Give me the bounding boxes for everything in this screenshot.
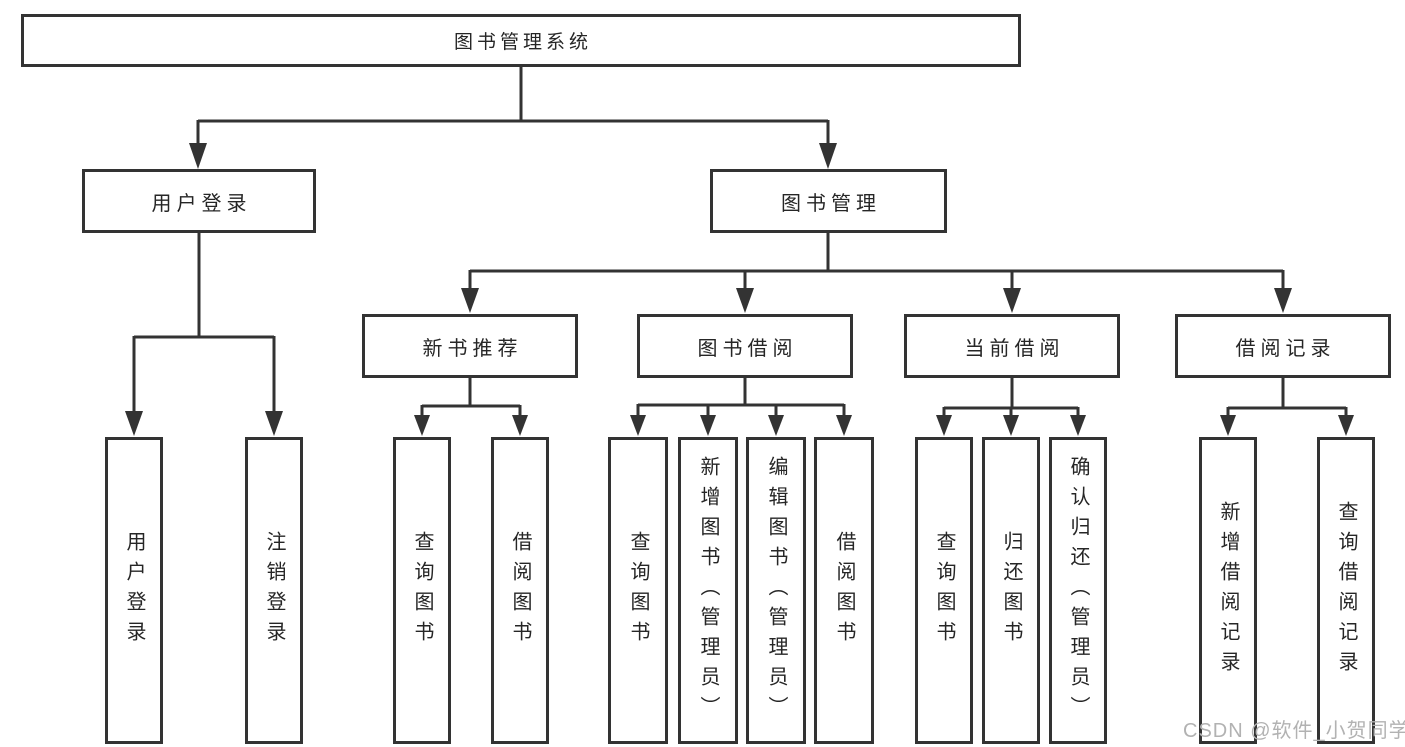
node-book-borrow: 图书借阅	[637, 314, 853, 378]
node-label: 用户登录	[151, 192, 252, 215]
leaf-user-login: 用户登录	[105, 437, 163, 744]
node-label: 确认归还（管理员）	[1067, 455, 1089, 726]
node-label: 借阅记录	[1235, 337, 1336, 360]
arrowheads	[125, 143, 1354, 436]
leaf-borrow-books: 借阅图书	[814, 437, 874, 744]
node-label: 查询图书	[627, 530, 649, 651]
node-label: 新增借阅记录	[1217, 500, 1239, 681]
node-label: 借阅图书	[509, 530, 531, 651]
node-new-book-recommend: 新书推荐	[362, 314, 578, 378]
node-label: 图书管理	[781, 192, 881, 215]
leaf-query-books-recommend: 查询图书	[393, 437, 451, 744]
node-label: 借阅图书	[833, 530, 855, 651]
leaf-edit-book-admin: 编辑图书（管理员）	[746, 437, 806, 744]
node-library-management-system: 图书管理系统	[21, 14, 1021, 67]
leaf-return-book: 归还图书	[982, 437, 1040, 744]
node-current-borrow: 当前借阅	[904, 314, 1120, 378]
node-label: 图书借阅	[697, 337, 798, 360]
leaf-logout: 注销登录	[245, 437, 303, 744]
leaf-add-book-admin: 新增图书（管理员）	[678, 437, 738, 744]
leaf-query-books-current: 查询图书	[915, 437, 973, 744]
node-label: 查询图书	[933, 530, 955, 651]
node-label: 新增图书（管理员）	[697, 455, 719, 726]
node-borrow-record: 借阅记录	[1175, 314, 1391, 378]
leaf-query-borrow-record: 查询借阅记录	[1317, 437, 1375, 744]
node-label: 新书推荐	[422, 337, 523, 360]
node-label: 注销登录	[263, 530, 285, 651]
node-label: 用户登录	[123, 530, 145, 651]
node-label: 编辑图书（管理员）	[765, 455, 787, 726]
node-label: 图书管理系统	[453, 32, 592, 53]
watermark: CSDN @软件_小贺同学	[1183, 720, 1405, 742]
node-label: 查询借阅记录	[1335, 500, 1357, 681]
node-label: 当前借阅	[964, 337, 1065, 360]
leaf-confirm-return-admin: 确认归还（管理员）	[1049, 437, 1107, 744]
leaf-add-borrow-record: 新增借阅记录	[1199, 437, 1257, 744]
node-label: 查询图书	[411, 530, 433, 651]
node-label: 归还图书	[1000, 530, 1022, 651]
leaf-query-books-borrow: 查询图书	[608, 437, 668, 744]
node-book-management: 图书管理	[710, 169, 947, 233]
node-user-login: 用户登录	[82, 169, 316, 233]
leaf-borrow-books-recommend: 借阅图书	[491, 437, 549, 744]
